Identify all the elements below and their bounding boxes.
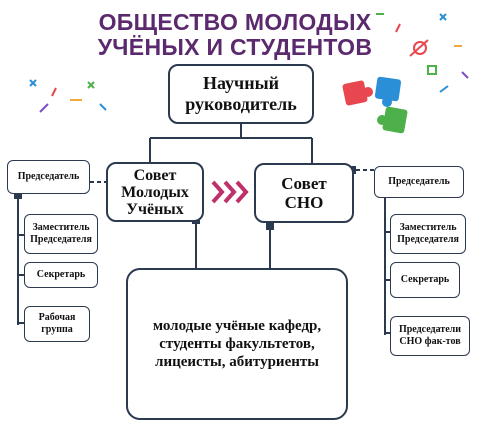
title-line-2: УЧЁНЫХ И СТУДЕНТОВ bbox=[97, 34, 373, 60]
members-box: молодые учёные кафедр, студенты факульте… bbox=[126, 268, 348, 420]
right-secretary-box: Секретарь bbox=[390, 262, 460, 298]
page-title: ОБЩЕСТВО МОЛОДЫХ УЧЁНЫХ И СТУДЕНТОВ bbox=[60, 10, 410, 60]
right-deputy-box: Заместитель Председателя bbox=[390, 214, 466, 254]
connector-node bbox=[14, 191, 22, 199]
right-chair-box: Председатель bbox=[374, 166, 464, 198]
council-sno-box: Совет СНО bbox=[254, 163, 354, 223]
left-chair-box: Председатель bbox=[7, 160, 90, 194]
triple-chevron-right-icon bbox=[211, 180, 249, 204]
supervisor-box: Научный руководитель bbox=[168, 64, 314, 124]
confetti-icon bbox=[29, 13, 469, 113]
left-working-group-box: Рабочая группа bbox=[24, 306, 90, 342]
left-secretary-box: Секретарь bbox=[24, 262, 98, 288]
right-faculty-chairs-box: Председатели СНО фак-тов bbox=[390, 316, 470, 356]
left-deputy-box: Заместитель Председателя bbox=[24, 214, 98, 254]
puzzle-icon bbox=[342, 76, 408, 134]
council-young-scientists-box: Совет Молодых Учёных bbox=[106, 162, 204, 222]
title-line-1: ОБЩЕСТВО МОЛОДЫХ bbox=[98, 9, 372, 35]
connector-node bbox=[266, 222, 274, 230]
